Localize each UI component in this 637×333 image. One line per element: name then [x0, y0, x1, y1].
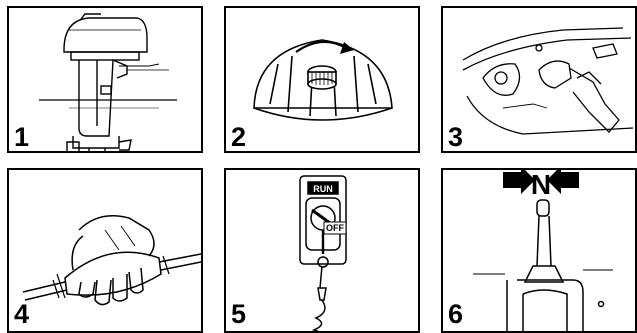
panel-number: 2 — [231, 124, 246, 151]
panel-5: RUN OFF 5 — [224, 168, 420, 333]
hose-connector-illustration — [443, 8, 637, 153]
run-label: RUN — [313, 184, 333, 194]
outboard-motor-illustration — [9, 8, 203, 153]
panel-6: N 6 — [441, 168, 637, 333]
shift-lever-illustration: N — [443, 170, 637, 333]
neutral-label: N — [531, 170, 551, 200]
panel-2: 2 — [224, 6, 420, 153]
panel-number: 5 — [231, 301, 246, 328]
panel-number: 3 — [448, 124, 463, 151]
panel-1: 1 — [7, 6, 203, 153]
panel-number: 1 — [14, 124, 29, 151]
primer-bulb-illustration — [9, 170, 203, 333]
off-label: OFF — [326, 223, 344, 233]
panel-4: 4 — [7, 168, 203, 333]
arrow-left-icon — [547, 170, 579, 194]
panel-number: 4 — [14, 301, 29, 328]
panel-3: 3 — [441, 6, 637, 153]
panel-number: 6 — [448, 301, 463, 328]
stop-switch-illustration: RUN OFF — [226, 170, 420, 333]
vent-screw-illustration — [226, 8, 420, 153]
